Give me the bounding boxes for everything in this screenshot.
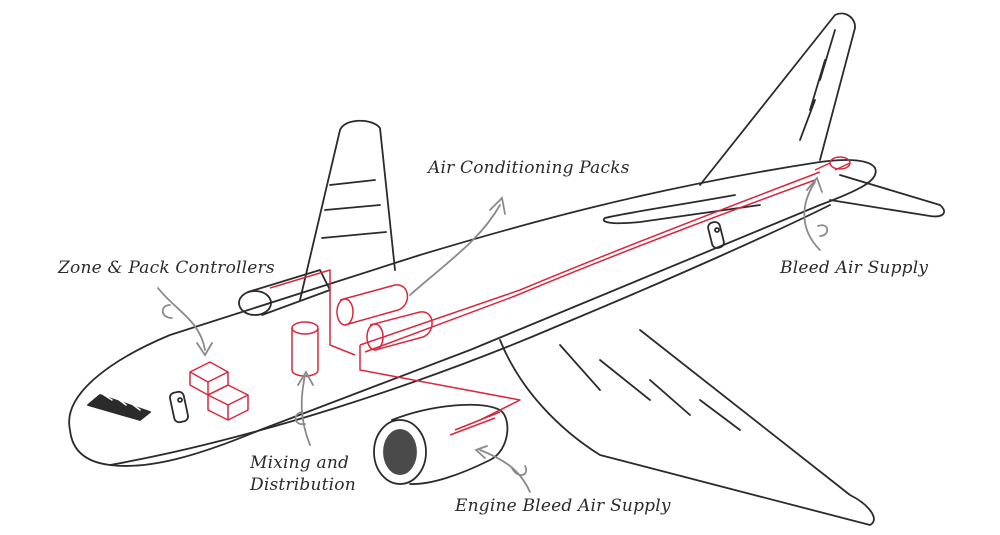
bleed-air-duct <box>359 171 821 421</box>
upper-engine-nacelle <box>247 269 331 316</box>
curved-arrow-icon <box>803 176 829 251</box>
label-mixing-distribution: Mixing and Distribution <box>250 452 356 496</box>
fuselage-belly-line <box>109 204 831 466</box>
lower-engine-intake <box>373 419 427 485</box>
mixing-unit <box>291 321 319 377</box>
label-zone-pack-controllers: Zone & Pack Controllers <box>58 258 275 278</box>
upper-wing <box>299 119 396 301</box>
label-air-conditioning-packs: Air Conditioning Packs <box>428 158 630 178</box>
horizontal-stabilizer-left <box>602 194 761 225</box>
lower-engine-nacelle <box>391 403 509 485</box>
label-mixing-line1: Mixing and <box>250 453 350 473</box>
label-mixing-line2: Distribution <box>250 475 356 495</box>
curved-arrow-icon <box>294 370 314 446</box>
forward-door <box>169 390 189 424</box>
air-conditioning-packs <box>336 284 433 351</box>
zone-pack-controllers <box>189 361 249 421</box>
lower-wing <box>499 329 875 526</box>
vertical-tail <box>699 12 856 186</box>
cockpit-windows <box>87 394 151 421</box>
curved-arrow-icon <box>157 287 213 357</box>
aft-door <box>707 221 725 249</box>
label-engine-bleed-air-supply: Engine Bleed Air Supply <box>455 496 671 516</box>
label-bleed-air-supply: Bleed Air Supply <box>780 258 929 278</box>
upper-engine-intake <box>238 290 272 316</box>
curved-arrow-icon <box>474 445 531 493</box>
horizontal-stabilizer-rear <box>829 174 945 218</box>
curved-arrow-icon <box>409 196 506 296</box>
